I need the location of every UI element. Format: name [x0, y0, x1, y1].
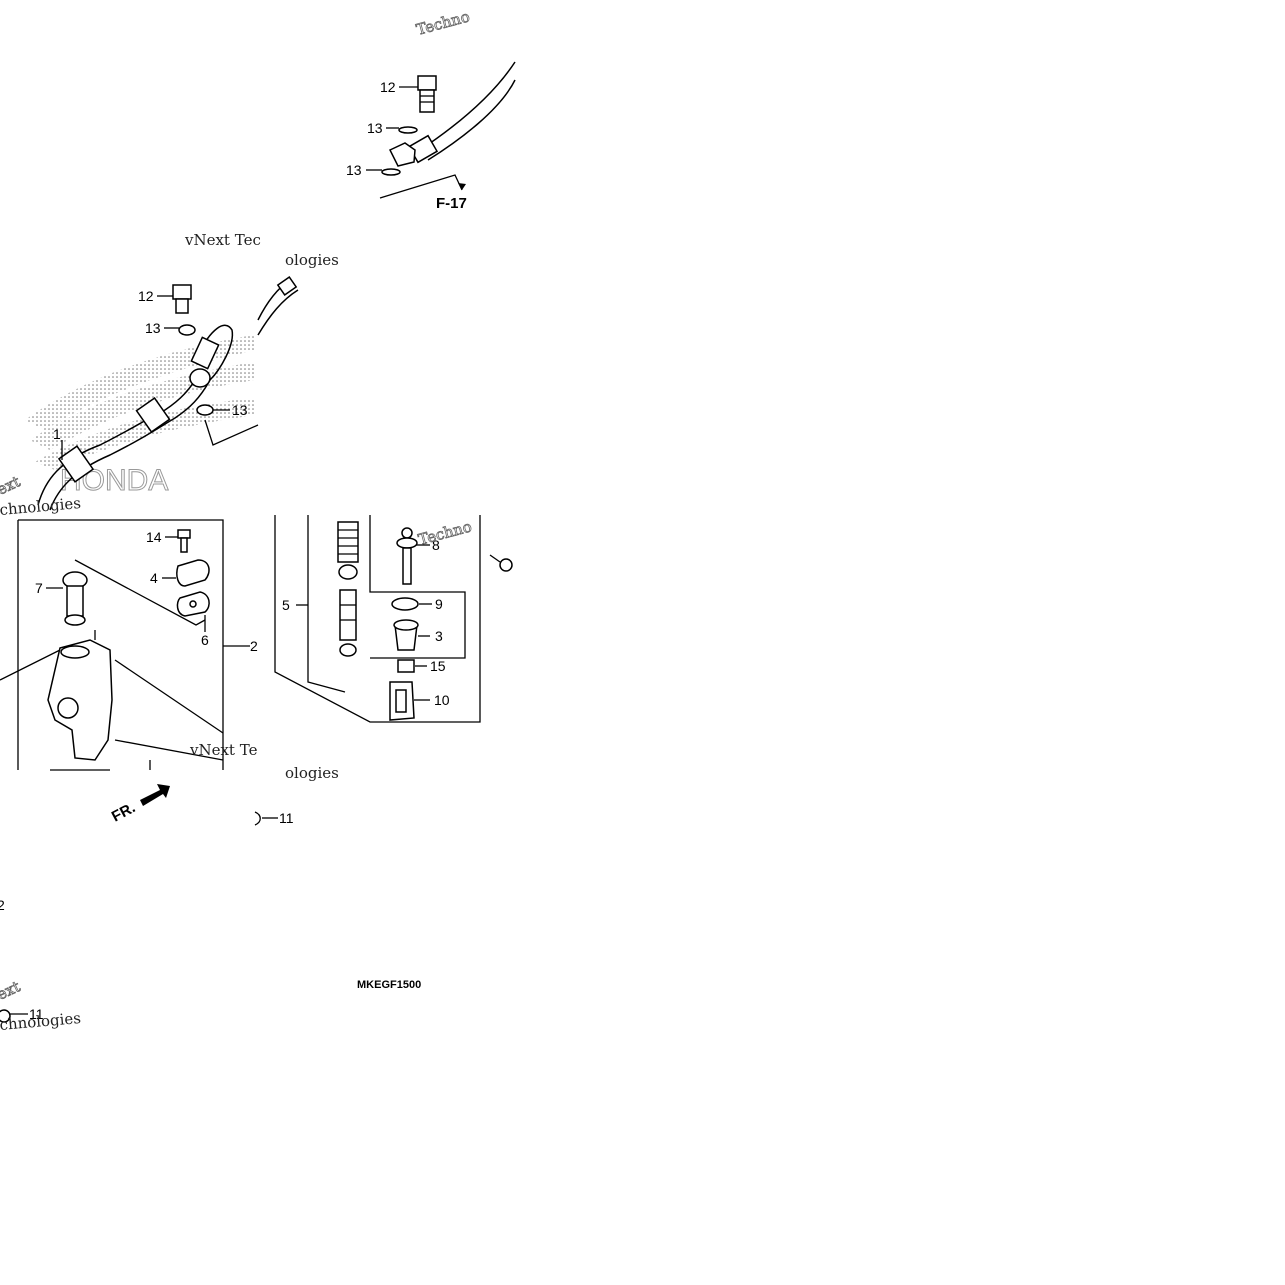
watermark-techno-right: Techno [416, 517, 473, 548]
front-label: FR. [109, 799, 138, 825]
lower-callouts [0, 811, 278, 1023]
watermark-chnologies-left: chnologies [0, 494, 82, 519]
upper-hose-fitting [366, 61, 516, 199]
middle-hose-group [37, 276, 299, 511]
callout-6: 6 [201, 632, 209, 648]
banjo-fitting-upper [388, 142, 416, 167]
ref-f17: F-17 [436, 195, 467, 212]
callout-13-middle-a: 13 [145, 320, 161, 336]
banjo-bolt-upper [417, 75, 437, 113]
washer-upper-b [381, 168, 401, 176]
banjo-bolt-middle [172, 284, 192, 314]
front-direction-arrow: FR. [109, 784, 170, 826]
callout-15: 15 [430, 658, 446, 674]
callout-2-left: 2 [0, 897, 5, 913]
watermark-vnext-lower: vNext Te [189, 741, 258, 759]
watermark-ologies-mid: ologies [285, 251, 339, 269]
watermark-ext-left: ext [0, 472, 23, 498]
callout-1: 1 [53, 426, 61, 442]
washer-middle-a [178, 324, 196, 336]
watermark-chnologies-bottom: chnologies [0, 1009, 82, 1034]
callout-5: 5 [282, 597, 290, 613]
callout-13-middle-b: 13 [232, 402, 248, 418]
callout-11-right: 11 [279, 810, 294, 826]
callout-13-upper-b: 13 [346, 162, 362, 178]
washer-upper-a [398, 126, 418, 134]
callout-9: 9 [435, 596, 443, 612]
callout-13-upper-a: 13 [367, 120, 383, 136]
watermark-techno-top: Techno [414, 7, 471, 38]
callout-8: 8 [432, 537, 440, 553]
callout-7: 7 [35, 580, 43, 596]
callout-2: 2 [250, 638, 258, 654]
callout-11-left: 11 [29, 1006, 44, 1022]
piston-kit-box [274, 515, 513, 723]
callout-4: 4 [150, 570, 158, 586]
watermark-ologies-lower: ologies [285, 764, 339, 782]
watermark-ext-bottom: ext [0, 977, 23, 1003]
washer-middle-b [196, 404, 214, 416]
callout-10: 10 [434, 692, 450, 708]
callout-12-upper: 12 [380, 79, 396, 95]
watermark-vnext-mid: vNext Tec [184, 231, 261, 249]
callout-12-middle: 12 [138, 288, 154, 304]
callout-14: 14 [146, 529, 162, 545]
callout-3: 3 [435, 628, 443, 644]
master-cylinder-box [0, 519, 250, 771]
diagram-code: MKEGF1500 [357, 979, 421, 991]
